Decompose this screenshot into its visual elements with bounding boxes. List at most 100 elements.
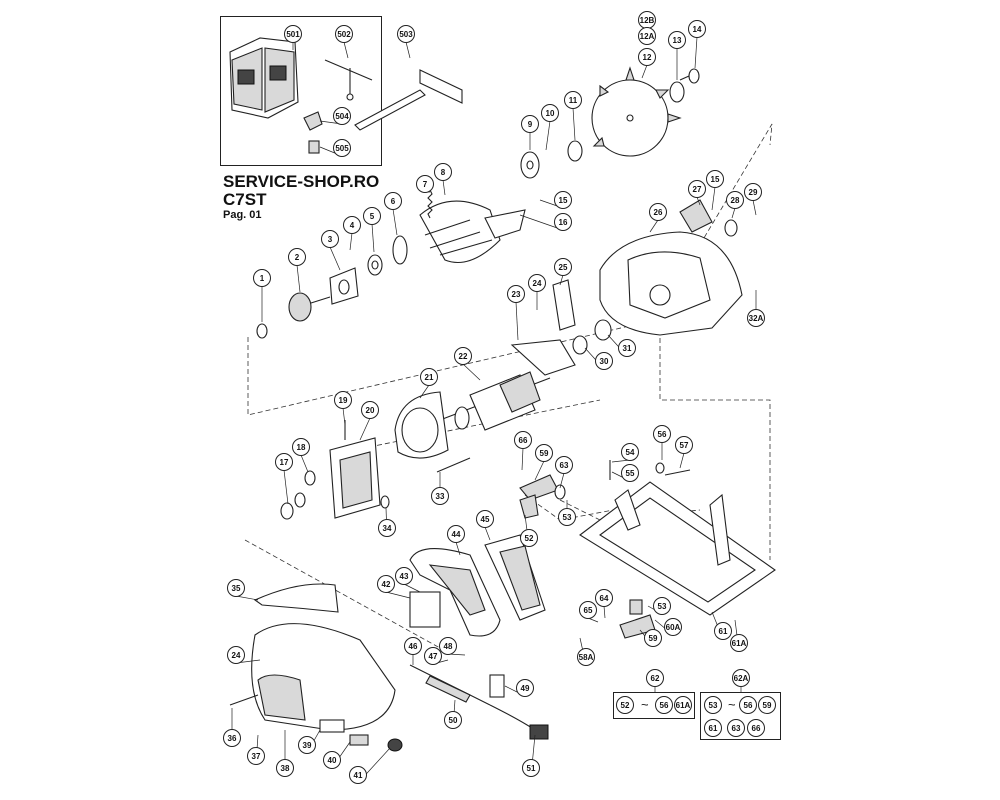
callout-501: 501	[284, 25, 302, 43]
leader-line	[515, 301, 519, 341]
leader-line	[603, 605, 606, 619]
spring-7-drawing	[427, 189, 433, 219]
callout-58a-label: 58A	[579, 653, 594, 662]
callout-43-label: 43	[400, 572, 409, 581]
callout-27: 27	[688, 180, 706, 198]
callout-40-label: 40	[328, 756, 337, 765]
callout-12b: 12B	[638, 11, 656, 29]
callout-16-label: 16	[559, 218, 568, 227]
callout-52: 52	[520, 529, 538, 547]
bolt-57-drawing	[655, 462, 691, 476]
leader-line	[455, 541, 461, 556]
callout-22-label: 22	[459, 352, 468, 361]
callout-5: 5	[363, 207, 381, 225]
bearing-case-3-drawing	[329, 267, 359, 305]
diagram-header: SERVICE-SHOP.RO C7ST Pag. 01	[223, 173, 379, 221]
callout-34: 34	[378, 519, 396, 537]
shop-name: SERVICE-SHOP.RO	[223, 172, 380, 191]
wrench-502-drawing	[324, 59, 373, 101]
cord-plug-51-drawing	[489, 704, 549, 740]
bolt-33-drawing	[436, 457, 471, 473]
callout-45-label: 45	[481, 515, 490, 524]
callout-2: 2	[288, 248, 306, 266]
washer-13-drawing	[669, 81, 685, 103]
saw-blade-drawing	[591, 66, 682, 157]
leader-line	[343, 41, 349, 59]
group-62a-item-56: 56	[739, 696, 757, 714]
callout-31: 31	[618, 339, 636, 357]
callout-11-label: 11	[569, 96, 578, 105]
callout-64-label: 64	[600, 594, 609, 603]
motor-housing-drawing	[251, 623, 396, 731]
group-62-box	[613, 692, 695, 719]
grip-45-drawing	[484, 534, 546, 621]
callout-12a-label: 12A	[640, 32, 655, 41]
callout-505-label: 505	[335, 144, 349, 153]
collar-63-drawing	[554, 484, 566, 500]
callout-10: 10	[541, 104, 559, 122]
callout-64: 64	[595, 589, 613, 607]
leader-line	[300, 454, 309, 473]
callout-18-label: 18	[297, 443, 306, 452]
callout-44-label: 44	[452, 530, 461, 539]
callout-9: 9	[521, 115, 539, 133]
armature-drawing	[439, 371, 551, 431]
group-62a-item-66: 66	[747, 719, 765, 737]
callout-26-label: 26	[654, 208, 663, 217]
callout-36: 36	[223, 729, 241, 747]
group-62-tilde: ~	[641, 697, 649, 712]
callout-41: 41	[349, 766, 367, 784]
callout-20-label: 20	[366, 406, 375, 415]
model-name: C7ST	[223, 189, 267, 209]
leader-line	[711, 186, 716, 211]
leader-line	[462, 363, 481, 381]
ring-31-drawing	[594, 319, 612, 341]
callout-55-label: 55	[626, 469, 635, 478]
bearing-17-drawing	[280, 492, 306, 520]
callout-504-label: 504	[335, 112, 349, 121]
callout-28: 28	[726, 191, 744, 209]
callout-502: 502	[335, 25, 353, 43]
bearing-30-drawing	[572, 335, 588, 355]
callout-59-label: 59	[649, 634, 658, 643]
callout-30: 30	[595, 352, 613, 370]
group-62a-item-53-label: 53	[709, 701, 718, 710]
group-62-item-56: 56	[655, 696, 673, 714]
callout-7: 7	[416, 175, 434, 193]
leader-line	[405, 41, 411, 59]
cord-armor-50-drawing	[409, 664, 491, 706]
callout-32a-label: 32A	[749, 314, 764, 323]
leader-line	[342, 407, 346, 426]
callout-53-label: 53	[563, 513, 572, 522]
group-62a-item-59-label: 59	[763, 701, 772, 710]
callout-50-label: 50	[449, 716, 458, 725]
callout-31-label: 31	[623, 344, 632, 353]
leader-line	[419, 384, 430, 399]
callout-61: 61	[714, 622, 732, 640]
callout-26: 26	[649, 203, 667, 221]
leader-line	[392, 208, 398, 236]
callout-46: 46	[404, 637, 422, 655]
carry-case-drawing	[229, 37, 299, 119]
brush-holder-39-drawing	[319, 719, 345, 733]
callout-53: 53	[653, 597, 671, 615]
callout-23: 23	[507, 285, 525, 303]
callout-48: 48	[439, 637, 457, 655]
lever-27-drawing	[679, 199, 713, 233]
callout-13-label: 13	[673, 36, 682, 45]
callout-4-label: 4	[350, 221, 355, 230]
leader-line	[694, 36, 698, 69]
callout-44: 44	[447, 525, 465, 543]
callout-61a-label: 61A	[732, 639, 747, 648]
callout-50: 50	[444, 711, 462, 729]
callout-2-label: 2	[295, 253, 300, 262]
callout-4: 4	[343, 216, 361, 234]
callout-47-label: 47	[429, 652, 438, 661]
callout-17: 17	[275, 453, 293, 471]
callout-61-label: 61	[719, 627, 728, 636]
callout-60a-label: 60A	[666, 623, 681, 632]
callout-66: 66	[514, 431, 532, 449]
washer-9-drawing	[520, 151, 540, 179]
